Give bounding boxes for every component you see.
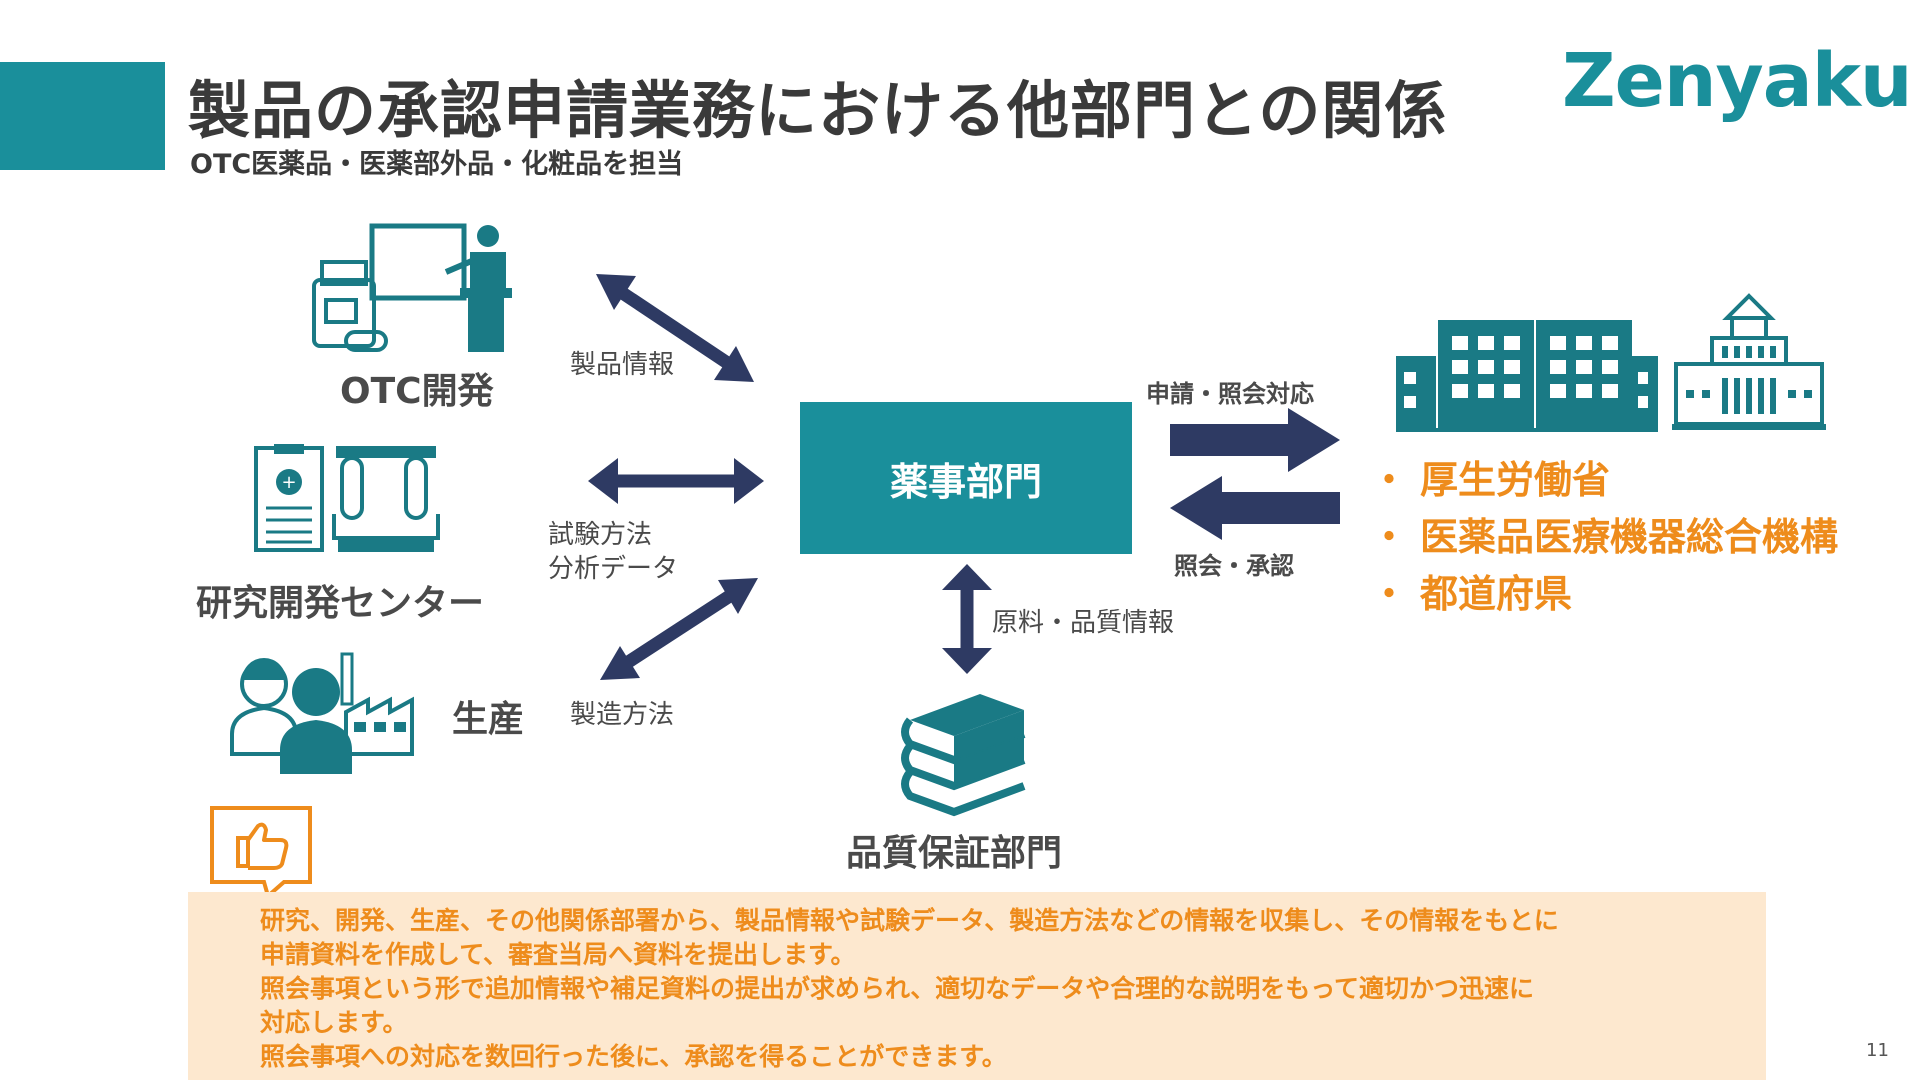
flow-production-label: 製造方法 [570,700,675,730]
title-accent-bar [0,62,165,170]
from-gov-arrow [1170,476,1340,540]
note-line: 申請資料を作成して、審査当局へ資料を提出します。 [260,940,856,969]
thumbs-up-icon [210,806,312,900]
note-text: 研究、開発、生産、その他関係部署から、製品情報や試験データ、製造方法などの情報を… [260,904,1740,1074]
authority-item: ・医薬品医療機器総合機構 [1370,515,1839,559]
regulatory-affairs-box: 薬事部門 [800,402,1132,554]
quality-double-arrow [942,564,992,674]
otc-dev-icon [312,223,512,352]
flow-quality-label: 原料・品質情報 [992,608,1175,638]
note-line: 対応します。 [260,1008,408,1037]
note-panel [188,892,1766,1080]
production-double-arrow [600,578,758,680]
dept-production-label: 生産 [452,699,525,740]
otc-double-arrow [596,274,754,382]
page-subtitle: OTC医薬品・医薬部外品・化粧品を担当 [190,149,684,180]
page-number: 11 [1866,1040,1889,1061]
authority-item: ・厚生労働省 [1370,458,1611,502]
government-building-icon [1672,293,1826,430]
flow-to-gov-label: 申請・照会対応 [1146,380,1314,408]
company-logo: Zenyaku [1562,38,1913,124]
note-line: 研究、開発、生産、その他関係部署から、製品情報や試験データ、製造方法などの情報を… [260,906,1559,935]
authority-list: ・厚生労働省 ・医薬品医療機器総合機構 ・都道府県 [1370,452,1838,623]
svg-text:+: + [281,472,296,493]
flow-from-gov-label: 照会・承認 [1174,552,1294,580]
note-line: 照会事項への対応を数回行った後に、承認を得ることができます。 [260,1042,1007,1071]
office-building-icon [1396,320,1658,432]
production-icon [230,652,414,774]
flow-research-label-1: 試験方法 [548,520,653,550]
to-gov-arrow [1170,408,1340,472]
page-title: 製品の承認申請業務における他部門との関係 [188,74,1448,147]
dept-quality-label: 品質保証部門 [846,833,1063,874]
research-double-arrow [588,458,764,504]
authority-item: ・都道府県 [1370,572,1573,616]
flow-otc-label: 製品情報 [570,350,675,380]
quality-books-icon [901,694,1026,817]
note-line: 照会事項という形で追加情報や補足資料の提出が求められ、適切なデータや合理的な説明… [260,974,1535,1003]
dept-research-label: 研究開発センター [196,583,485,624]
dept-otc-label: OTC開発 [340,371,494,412]
research-icon: + [254,444,440,552]
flow-research-label-2: 分析データ [548,554,679,584]
